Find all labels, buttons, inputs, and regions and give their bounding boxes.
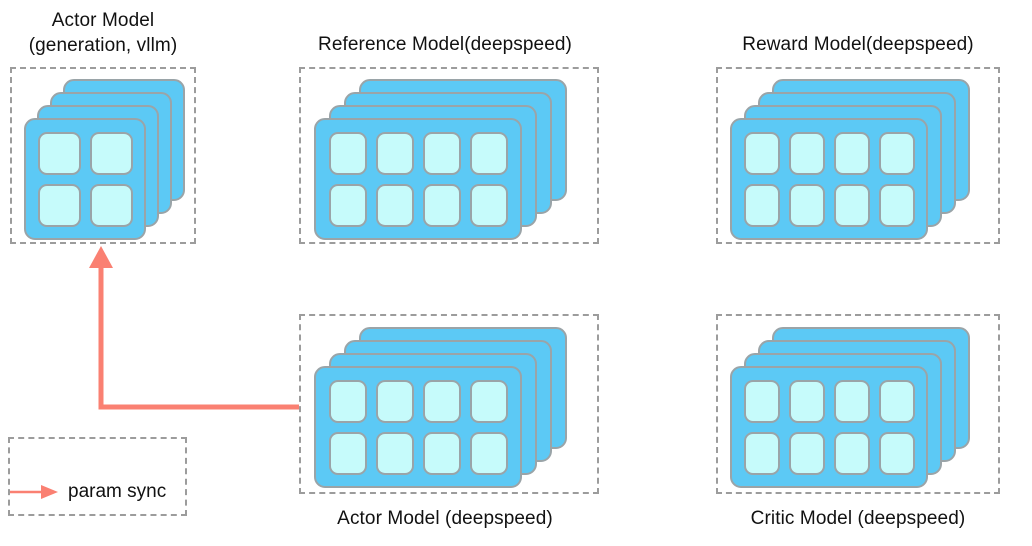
group-box-reference xyxy=(299,67,599,244)
gpu-cell xyxy=(375,183,414,227)
gpu-cell xyxy=(833,431,870,475)
gpu-cell xyxy=(328,183,367,227)
gpu-card-front xyxy=(24,118,146,240)
gpu-cell xyxy=(878,183,915,227)
gpu-cell xyxy=(469,431,508,475)
gpu-cell xyxy=(89,183,133,227)
gpu-card-front xyxy=(730,118,928,240)
group-title-reference: Reference Model(deepspeed) xyxy=(318,34,572,55)
gpu-cell xyxy=(375,131,414,175)
gpu-cell xyxy=(878,131,915,175)
gpu-cell xyxy=(833,183,870,227)
gpu-cell xyxy=(89,131,133,175)
gpu-cell xyxy=(788,183,825,227)
gpu-cell xyxy=(788,379,825,423)
gpu-cell xyxy=(743,431,780,475)
gpu-cell xyxy=(328,379,367,423)
gpu-cell xyxy=(743,131,780,175)
gpu-cell xyxy=(328,431,367,475)
param-sync-arrow-line xyxy=(98,263,299,410)
legend-box xyxy=(8,437,187,516)
gpu-cell xyxy=(788,131,825,175)
gpu-cell xyxy=(878,379,915,423)
legend-arrow-icon xyxy=(10,485,58,499)
gpu-cell xyxy=(833,379,870,423)
legend-row: param sync xyxy=(8,478,166,506)
card-stack-actor-deepspeed xyxy=(299,314,599,494)
group-title-reward: Reward Model(deepspeed) xyxy=(742,34,974,55)
gpu-cell xyxy=(788,431,825,475)
gpu-cell xyxy=(37,131,81,175)
gpu-cell xyxy=(375,431,414,475)
gpu-cell xyxy=(743,379,780,423)
legend-label: param sync xyxy=(68,481,167,502)
gpu-card-front xyxy=(730,366,928,488)
card-stack-critic xyxy=(716,314,1000,494)
gpu-cell xyxy=(422,131,461,175)
gpu-cell xyxy=(743,183,780,227)
gpu-cell xyxy=(328,131,367,175)
group-box-reward xyxy=(716,67,1000,244)
gpu-cell xyxy=(37,183,81,227)
gpu-cell xyxy=(469,379,508,423)
gpu-cell xyxy=(422,183,461,227)
group-title-critic: Critic Model (deepspeed) xyxy=(750,508,966,529)
card-stack-reference xyxy=(299,67,599,244)
gpu-cell xyxy=(833,131,870,175)
gpu-card-front xyxy=(314,118,522,240)
group-box-critic xyxy=(716,314,1000,494)
card-stack-reward xyxy=(716,67,1000,244)
gpu-cell xyxy=(878,431,915,475)
group-box-actor-deepspeed xyxy=(299,314,599,494)
gpu-cell xyxy=(469,183,508,227)
gpu-cell xyxy=(375,379,414,423)
gpu-cell xyxy=(422,379,461,423)
group-title-actor-deepspeed: Actor Model (deepspeed) xyxy=(337,508,553,529)
gpu-cell xyxy=(469,131,508,175)
card-stack-actor-vllm xyxy=(10,67,196,244)
group-box-actor-vllm xyxy=(10,67,196,244)
group-title-actor-vllm: Actor Model (generation, vllm) xyxy=(28,10,178,56)
param-sync-arrow-head xyxy=(89,246,113,268)
gpu-card-front xyxy=(314,366,522,488)
gpu-cell xyxy=(422,431,461,475)
